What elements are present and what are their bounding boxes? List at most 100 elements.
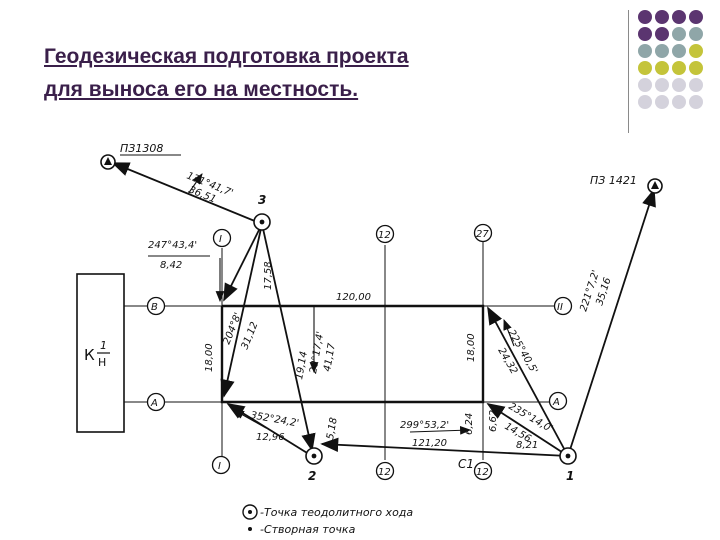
label-right-small-2: 6,62 bbox=[488, 410, 499, 432]
decor-dot bbox=[638, 95, 652, 109]
label-left-length: 18,00 bbox=[204, 343, 215, 372]
building-label-k: К bbox=[84, 346, 95, 364]
benchmark-label-pz1308: ПЗ1308 bbox=[120, 142, 163, 155]
label-s3-i-dist: 8,42 bbox=[160, 260, 182, 271]
decor-dot bbox=[638, 27, 652, 41]
label-right-length: 18,00 bbox=[466, 333, 477, 362]
line-s3-s2 bbox=[261, 223, 316, 452]
decor-dot bbox=[638, 78, 652, 92]
label-s3-corner-dist: 31,12 bbox=[240, 320, 261, 351]
decor-dot bbox=[655, 27, 669, 41]
building-outline bbox=[76, 273, 125, 433]
align-i-bottom-circle bbox=[211, 455, 231, 475]
decor-divider bbox=[628, 10, 629, 133]
align-a-right-label: A bbox=[552, 397, 560, 408]
label-s1-s2-angle: 299°53,2' bbox=[400, 420, 449, 431]
decor-dot-grid bbox=[638, 10, 718, 110]
title-line-1: Геодезическая подготовка проекта bbox=[44, 45, 409, 68]
decor-dot bbox=[655, 78, 669, 92]
decor-dot bbox=[638, 61, 652, 75]
point-c1-label: C1 bbox=[458, 457, 474, 471]
station-1-dot bbox=[565, 453, 571, 459]
decor-dot bbox=[638, 44, 652, 58]
align-b-left-label: В bbox=[151, 302, 158, 313]
line-s1-s2 bbox=[320, 437, 569, 457]
line-s2-corner-a bbox=[226, 403, 313, 457]
traverse-lines bbox=[111, 162, 656, 457]
line-s3-corner-a bbox=[220, 223, 263, 398]
decor-dot bbox=[672, 27, 686, 41]
decor-dot bbox=[689, 61, 703, 75]
label-s3-s2-c: 41,17 bbox=[322, 342, 338, 373]
align-a-left-label: A bbox=[150, 398, 158, 409]
label-s2-corner-angle: 352°24,2' bbox=[249, 410, 299, 429]
align-12-top-circle bbox=[375, 224, 395, 244]
slide-title: Геодезическая подготовка проекта для вын… bbox=[44, 40, 604, 106]
label-s1-br-small: 8,21 bbox=[516, 440, 538, 451]
decor-dot bbox=[655, 95, 669, 109]
align-c12-label: 12 bbox=[476, 467, 489, 478]
decor-dot bbox=[672, 10, 686, 24]
align-12-top-label: 12 bbox=[378, 230, 391, 241]
decor-dot bbox=[689, 27, 703, 41]
benchmark-triangle-left-icon bbox=[104, 157, 112, 165]
measurement-labels: 131°41,7' 36,51 247°43,4' 8,42 204°8' 31… bbox=[148, 171, 614, 451]
dim-arrow-pz bbox=[187, 173, 203, 195]
decor-dot bbox=[689, 10, 703, 24]
station-2-dot bbox=[311, 453, 317, 459]
benchmark-pz1421: ПЗ 1421 bbox=[590, 174, 663, 194]
align-12-bottom-circle bbox=[375, 461, 395, 481]
decor-dot bbox=[672, 61, 686, 75]
legend-traverse-dot bbox=[248, 510, 252, 514]
align-27-top-label: 27 bbox=[476, 229, 489, 240]
project-building-contour bbox=[220, 304, 485, 404]
dim-arrow-right bbox=[503, 318, 515, 347]
align-12-bottom-label: 12 bbox=[378, 467, 391, 478]
legend-traverse-text: -Точка теодолитного хода bbox=[260, 506, 413, 519]
align-b-right-label: II bbox=[557, 302, 563, 313]
align-i-bottom-label: I bbox=[218, 461, 221, 472]
label-s3-i-angle: 247°43,4' bbox=[148, 240, 197, 251]
decor-dot bbox=[689, 78, 703, 92]
label-s3-dist-a: 17,58 bbox=[263, 261, 274, 290]
dim-arrow-bottom bbox=[409, 425, 472, 435]
benchmark-label-pz1421: ПЗ 1421 bbox=[590, 174, 637, 187]
building-contour-path bbox=[220, 304, 485, 404]
traverse-stations: 3 2 1 bbox=[253, 193, 577, 483]
line-s3-corner-b bbox=[223, 223, 263, 302]
line-s1-pz1421 bbox=[567, 188, 656, 457]
title-line-2: для выноса его на местность. bbox=[44, 78, 359, 101]
dimension-arrows bbox=[187, 173, 515, 435]
label-right-small-1: 6,24 bbox=[464, 413, 475, 435]
legend: -Точка теодолитного хода -Створная точка bbox=[242, 504, 413, 536]
line-s3-pz1308 bbox=[111, 162, 263, 225]
label-s3-s2-a: 19,14 bbox=[294, 350, 310, 380]
station-1-label: 1 bbox=[566, 469, 574, 483]
align-a-left-circle bbox=[146, 392, 166, 412]
station-2-label: 2 bbox=[308, 469, 316, 483]
legend-alignment-icon bbox=[248, 527, 252, 531]
line-s1-corner-a bbox=[486, 403, 569, 457]
label-top-length: 120,00 bbox=[336, 292, 371, 303]
decor-dot bbox=[655, 61, 669, 75]
align-b-right-circle bbox=[553, 296, 573, 316]
decor-dot bbox=[672, 78, 686, 92]
decor-dot bbox=[689, 95, 703, 109]
decor-dot bbox=[655, 44, 669, 58]
align-a-right-circle bbox=[548, 391, 568, 411]
label-s2-small: 5,18 bbox=[325, 417, 340, 441]
benchmark-pz1308: ПЗ1308 bbox=[100, 142, 181, 170]
dim-arrow-s2 bbox=[233, 409, 267, 429]
decor-dot bbox=[672, 95, 686, 109]
legend-alignment-text: -Створная точка bbox=[260, 523, 356, 536]
align-27-top-circle bbox=[473, 223, 493, 243]
align-i-top-label: I bbox=[219, 234, 222, 245]
alignment-points: I 12 27 В II A A I 12 12 C1 bbox=[146, 223, 573, 481]
decor-dot bbox=[638, 10, 652, 24]
benchmark-triangle-right-icon bbox=[651, 181, 659, 189]
label-s3-corner-angle: 204°8' bbox=[222, 311, 245, 346]
station-3-dot bbox=[259, 219, 265, 225]
decor-dot bbox=[689, 44, 703, 58]
align-b-left-circle bbox=[146, 296, 166, 316]
